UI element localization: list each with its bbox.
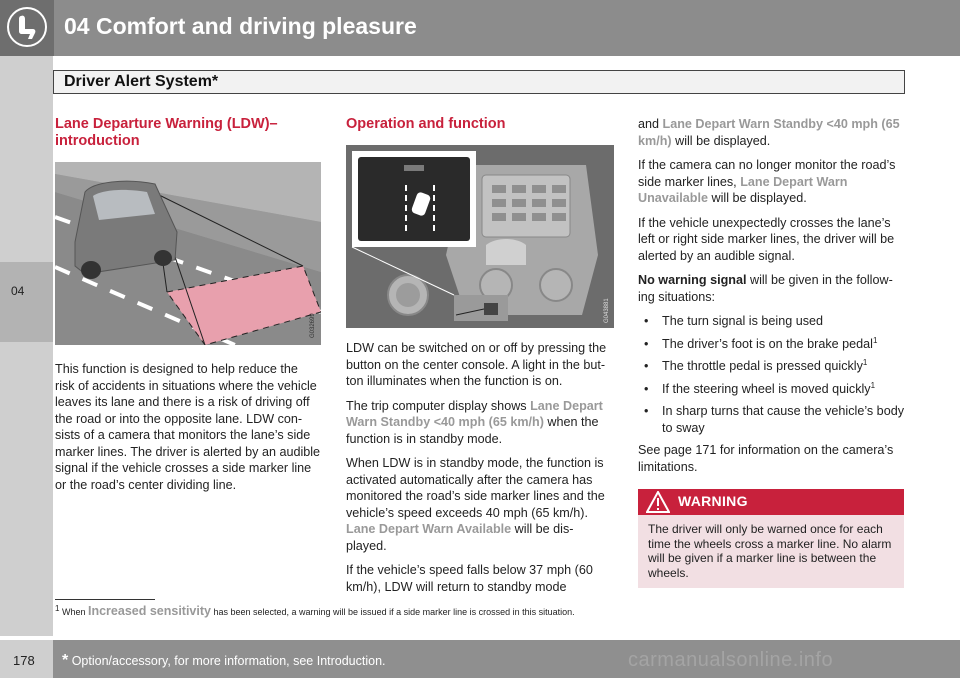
footnote: 1 When Increased sensitivity has been se… — [55, 604, 575, 618]
chapter-badge — [0, 0, 54, 56]
ldw-intro-heading: Lane Departure Warning (LDW)– introducti… — [55, 116, 278, 149]
page-number: 178 — [13, 653, 35, 668]
section-header: Driver Alert System* — [53, 70, 905, 94]
operation-text-3: When LDW is in standby mode, the functio… — [346, 456, 605, 553]
road-illustration — [54, 162, 322, 347]
footnote-ref: 1 — [870, 380, 876, 390]
section-title: Driver Alert System* — [64, 73, 219, 90]
status-text-3: If the vehicle unexpectedly crosses the … — [638, 215, 895, 263]
console-illustration — [346, 145, 614, 328]
list-item: •In sharp turns that cause the vehicle’s… — [644, 404, 904, 435]
figure-code: G043881 — [604, 298, 610, 323]
footer-page-box: 178 — [0, 640, 53, 678]
status-text-1: and Lane Depart Warn Standby <40 mph (65… — [638, 117, 900, 148]
footer-note: * Option/accessory, for more information… — [62, 652, 386, 669]
operation-text-2: The trip computer display shows Lane Dep… — [346, 398, 603, 446]
footnote-ref: 1 — [872, 335, 878, 345]
warning-title: WARNING — [678, 493, 748, 509]
list-item: •If the steering wheel is moved quickly1 — [644, 380, 876, 396]
watermark: carmanualsonline.info — [628, 649, 834, 671]
operation-text-4: If the vehicle’s speed falls below 37 mp… — [346, 563, 593, 594]
page-footer: 178 * Option/accessory, for more informa… — [0, 640, 960, 678]
chapter-number: 04 — [11, 284, 25, 298]
footnote-ref: 1 — [862, 357, 868, 367]
chapter-title: 04 Comfort and driving pleasure — [64, 13, 417, 39]
figure-code: G032699 — [310, 313, 316, 338]
warning-header: WARNING — [638, 489, 904, 515]
warning-triangle-icon — [646, 491, 670, 513]
center-console-illustration: G043881 — [346, 145, 614, 328]
chapter-sidebar — [0, 56, 53, 636]
seat-icon — [7, 7, 47, 47]
list-item: •The driver’s foot is on the brake pedal… — [644, 335, 878, 351]
column-left: Lane Departure Warning (LDW)– introducti… — [54, 116, 322, 501]
column-middle: Operation and function — [346, 116, 614, 603]
footnote-divider — [55, 599, 155, 600]
chapter-tab — [0, 262, 53, 342]
no-warning-intro: No warning signal will be given in the f… — [638, 273, 893, 304]
ldw-intro-text: This function is designed to help reduce… — [55, 362, 321, 492]
list-item: •The turn signal is being used — [644, 314, 824, 328]
warning-text: The driver will only be warned once for … — [638, 515, 904, 588]
lane-camera-illustration: G032699 — [54, 162, 322, 347]
warning-box: WARNING The driver will only be warned o… — [638, 489, 904, 588]
operation-text-1: LDW can be switched on or off by pressin… — [346, 341, 607, 388]
no-warning-list: •The turn signal is being used •The driv… — [638, 313, 906, 436]
column-right: and Lane Depart Warn Standby <40 mph (65… — [638, 116, 906, 588]
camera-limitations-text: See page 171 for information on the came… — [638, 443, 894, 474]
list-item: •The throttle pedal is pressed quickly1 — [644, 357, 868, 373]
car-shape — [74, 180, 178, 279]
status-text-2: If the camera can no longer monitor the … — [638, 158, 896, 205]
chapter-header: 04 Comfort and driving pleasure — [0, 0, 960, 56]
operation-heading: Operation and function — [346, 116, 506, 132]
